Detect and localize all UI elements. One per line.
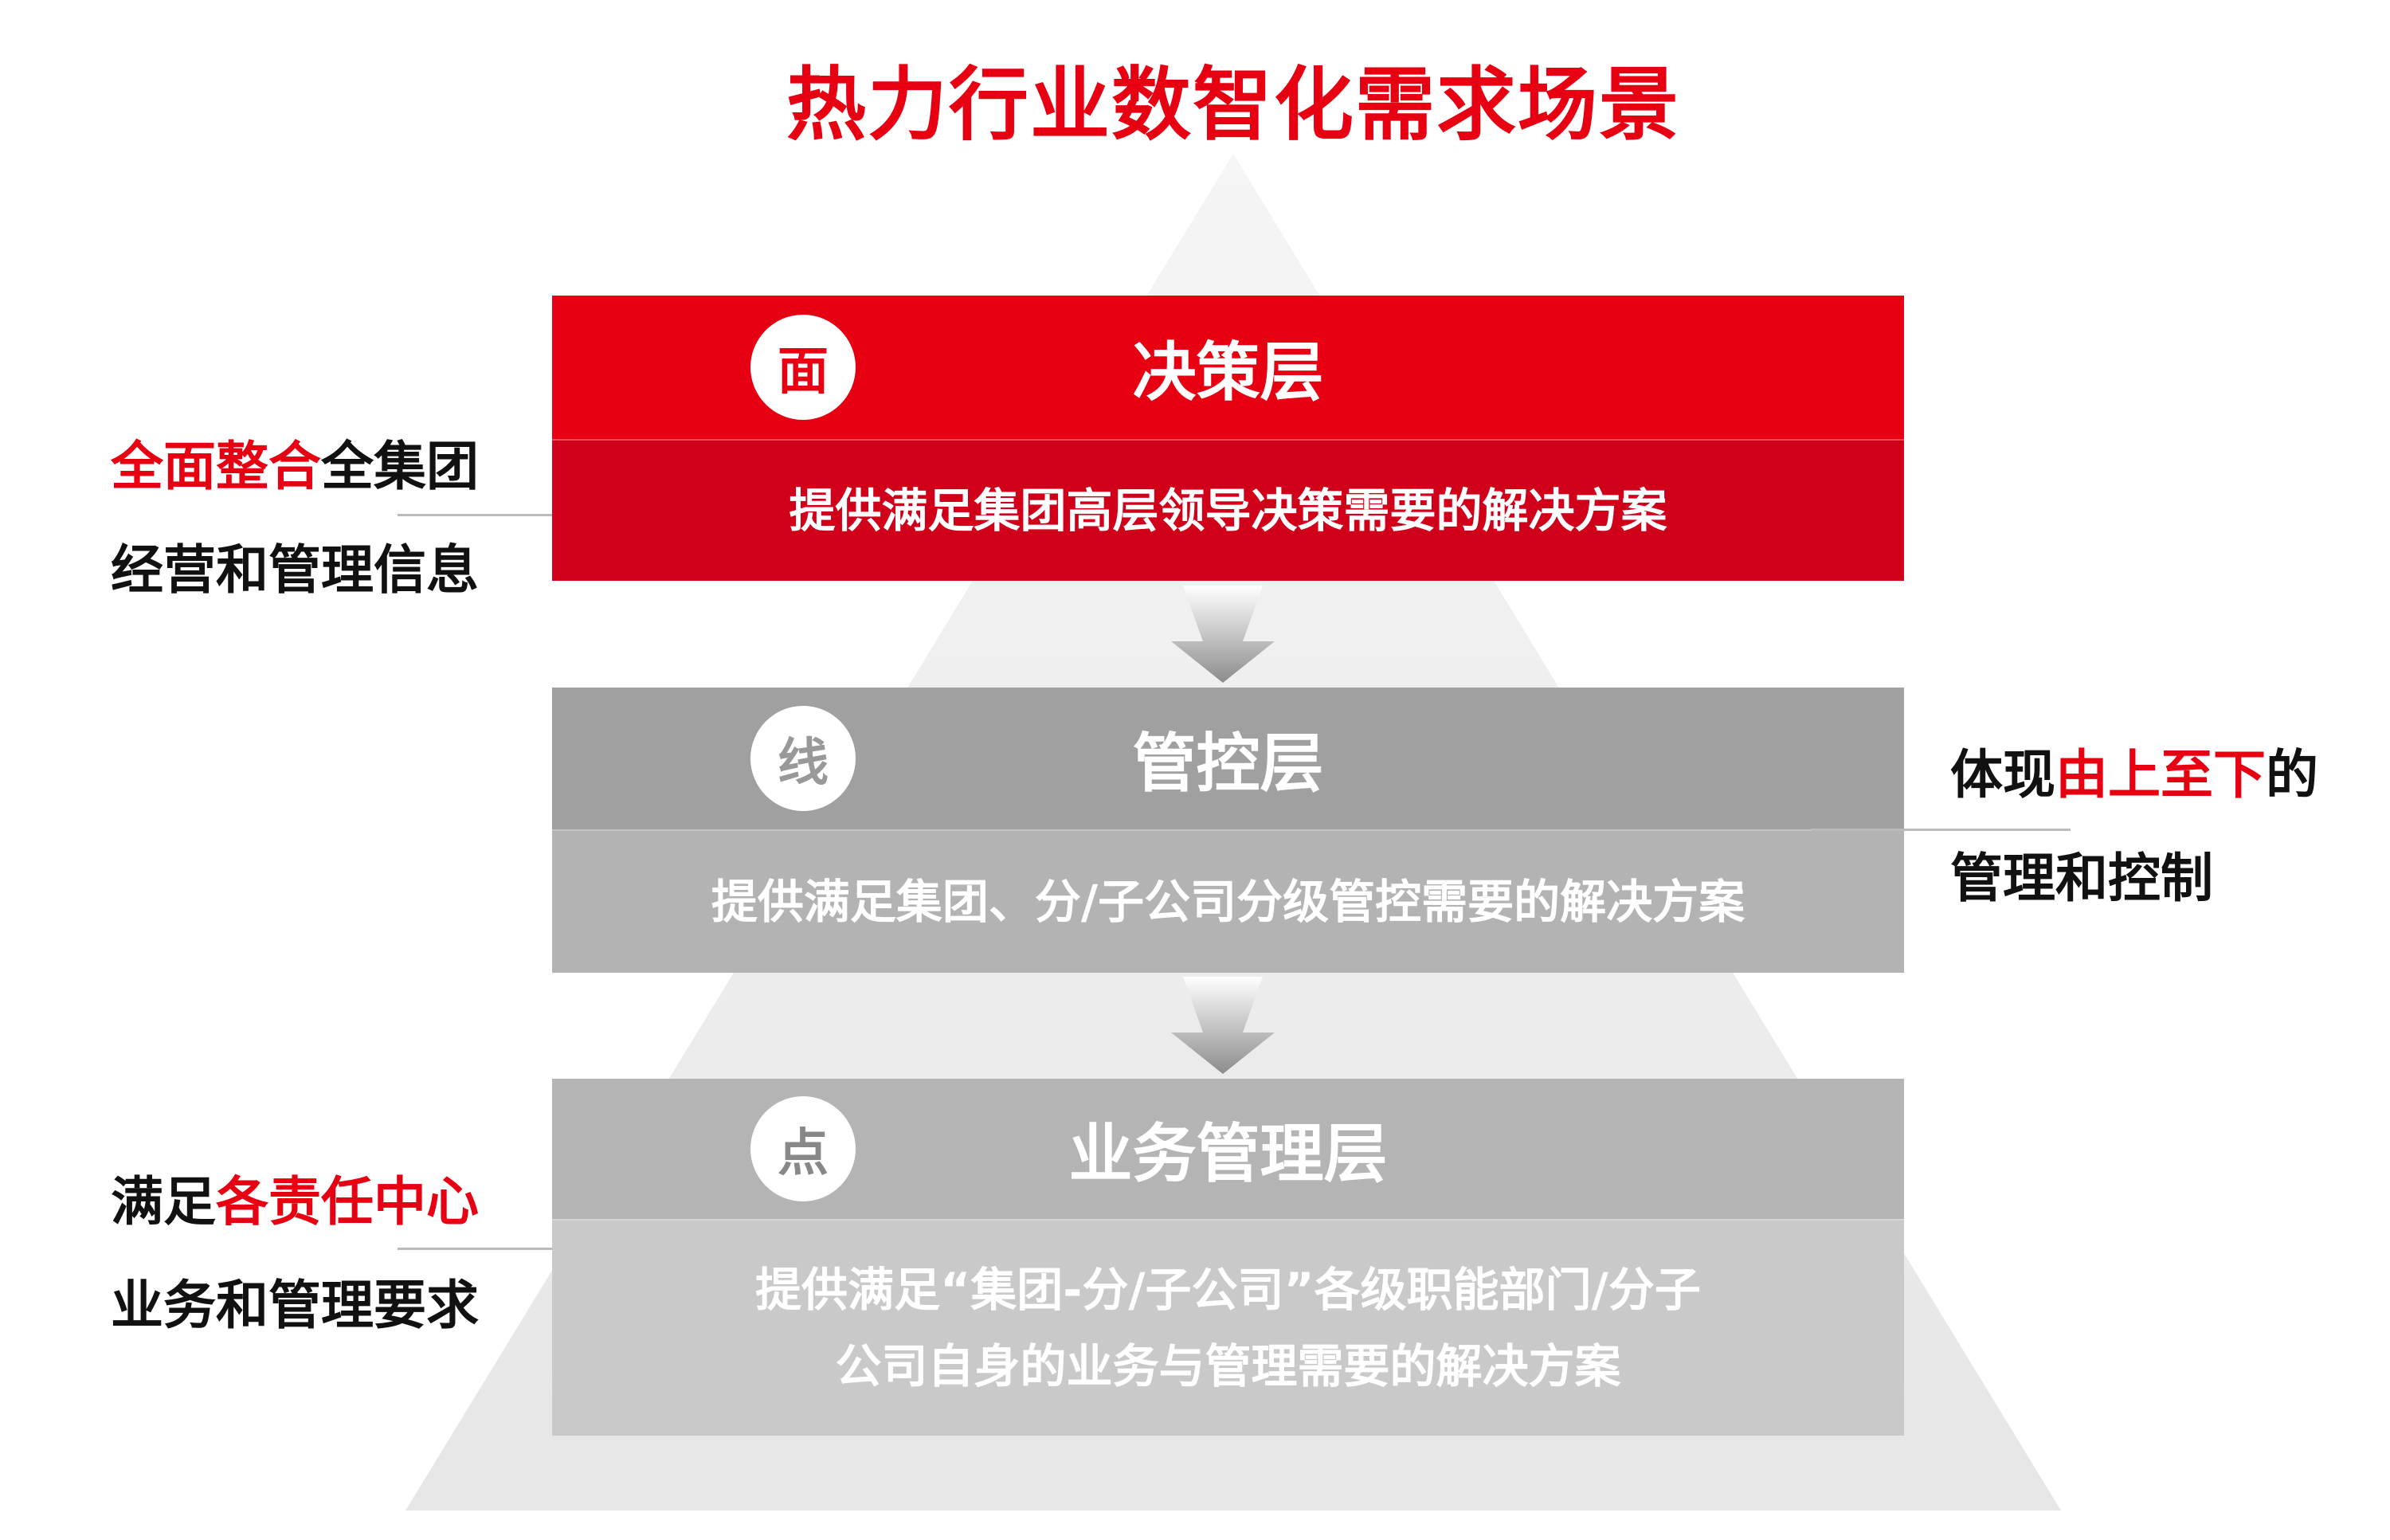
note-bottom-left: 满足各责任中心 业务和管理要求 <box>111 1150 479 1358</box>
layer-business: 点 业务管理层 提供满足“集团-分/子公司”各级职能部门/分子 公司自身的业务与… <box>552 1079 1904 1436</box>
connector-line <box>1811 829 2071 831</box>
connector-line <box>398 514 552 516</box>
note-highlight: 全面整合 <box>111 436 321 497</box>
note-right: 体现由上至下的 管理和控制 <box>1950 723 2318 931</box>
layer-control: 线 管控层 提供满足集团、分/子公司分级管控需要的解决方案 <box>552 688 1904 973</box>
note-text: 管理和控制 <box>1950 848 2213 909</box>
badge-face-icon: 面 <box>750 315 856 420</box>
note-text: 体现 <box>1950 744 2055 805</box>
note-text: 经营和管理信息 <box>111 539 479 601</box>
badge-line-icon: 线 <box>750 706 856 811</box>
layer-decision: 面 决策层 提供满足集团高层领导决策需要的解决方案 <box>552 296 1904 581</box>
note-highlight: 由上至下 <box>2055 744 2266 805</box>
note-top-left: 全面整合全集团 经营和管理信息 <box>111 415 479 622</box>
badge-point-icon: 点 <box>750 1096 856 1201</box>
layer-title: 管控层 <box>1132 727 1324 801</box>
note-text: 业务和管理要求 <box>111 1275 479 1336</box>
arrow-down-icon <box>1171 977 1275 1074</box>
note-text: 满足 <box>111 1171 216 1232</box>
layer-description-line1: 提供满足“集团-分/子公司”各级职能部门/分子 <box>755 1263 1701 1317</box>
page-title: 热力行业数智化需求场景 <box>786 58 1680 151</box>
connector-line <box>398 1248 552 1250</box>
layer-title: 业务管理层 <box>1068 1117 1388 1191</box>
arrow-down-icon <box>1171 586 1275 683</box>
layer-title: 决策层 <box>1132 335 1324 409</box>
note-highlight: 各责任中心 <box>216 1171 479 1232</box>
note-text: 的 <box>2266 744 2318 805</box>
note-text: 全集团 <box>321 436 479 497</box>
layer-description: 提供满足集团、分/子公司分级管控需要的解决方案 <box>711 875 1745 929</box>
layer-description: 提供满足集团高层领导决策需要的解决方案 <box>789 484 1667 538</box>
layer-description-line2: 公司自身的业务与管理需要的解决方案 <box>835 1339 1621 1393</box>
